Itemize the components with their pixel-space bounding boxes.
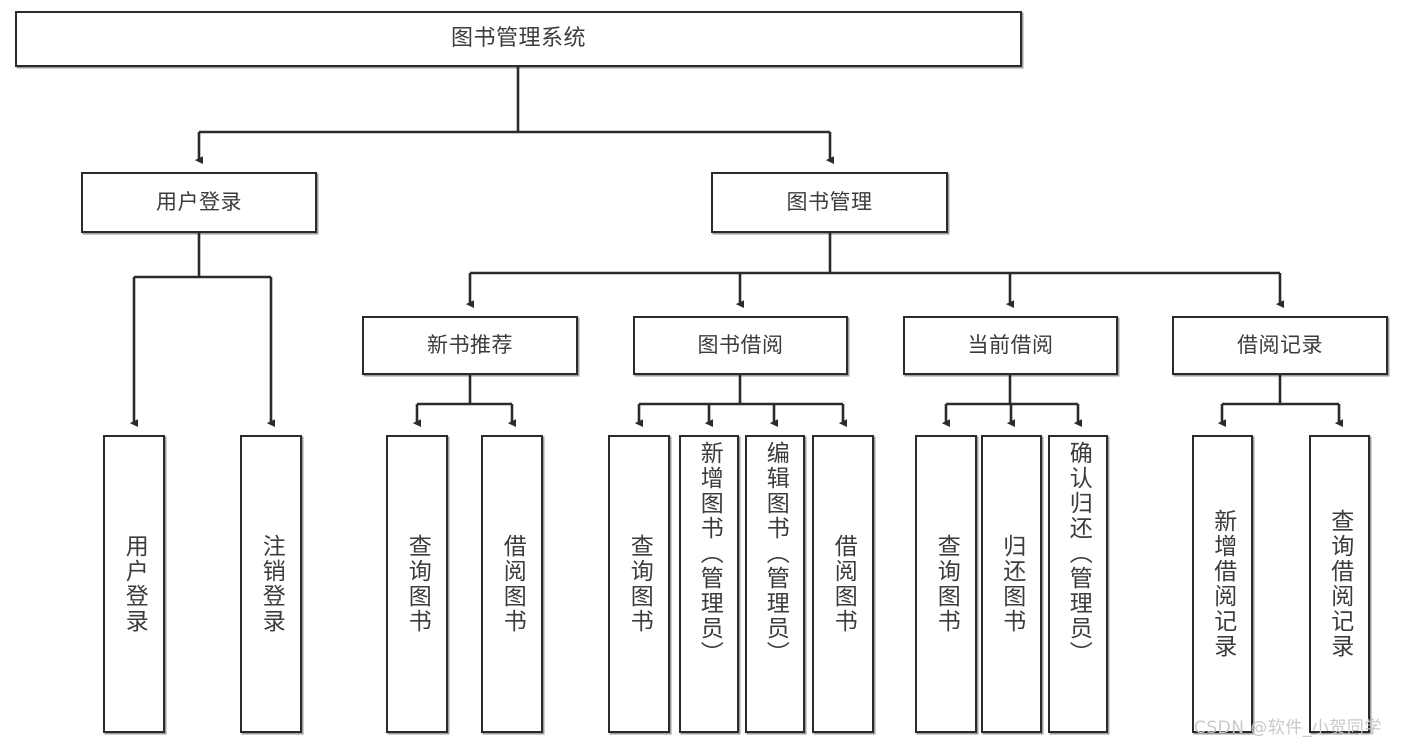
node-leaf-add-record[interactable]: 新增借阅记录 [1192, 435, 1253, 733]
node-leaf-borrow-book-1-label: 借阅图书 [499, 534, 526, 634]
node-leaf-borrow-book-1[interactable]: 借阅图书 [481, 435, 543, 733]
node-new-book-recommend[interactable]: 新书推荐 [362, 316, 578, 375]
node-leaf-query-record-label: 查询借阅记录 [1326, 509, 1353, 659]
node-leaf-confirm-return-label: 确认归还（管理员） [1065, 441, 1092, 666]
node-root-label: 图书管理系统 [450, 25, 586, 51]
node-leaf-query-book-2-label: 查询图书 [626, 534, 653, 634]
node-borrow-record-label: 借阅记录 [1237, 332, 1323, 357]
node-book-manage-label: 图书管理 [786, 189, 873, 214]
node-book-manage[interactable]: 图书管理 [711, 172, 948, 233]
node-current-borrow-label: 当前借阅 [967, 332, 1054, 357]
node-leaf-add-book-label: 新增图书（管理员） [696, 441, 723, 666]
node-current-borrow[interactable]: 当前借阅 [903, 316, 1118, 375]
node-leaf-query-book-3[interactable]: 查询图书 [915, 435, 977, 733]
node-leaf-query-record[interactable]: 查询借阅记录 [1309, 435, 1370, 733]
node-user-login-label: 用户登录 [156, 189, 242, 214]
node-leaf-add-book[interactable]: 新增图书（管理员） [679, 435, 739, 733]
node-leaf-return-book[interactable]: 归还图书 [981, 435, 1042, 733]
node-new-book-recommend-label: 新书推荐 [427, 332, 513, 357]
node-leaf-query-book-2[interactable]: 查询图书 [608, 435, 670, 733]
node-book-borrow[interactable]: 图书借阅 [633, 316, 848, 375]
node-leaf-logout-label: 注销登录 [258, 534, 285, 634]
node-leaf-query-book-3-label: 查询图书 [933, 534, 960, 634]
node-leaf-return-book-label: 归还图书 [998, 534, 1025, 634]
node-leaf-edit-book[interactable]: 编辑图书（管理员） [745, 435, 805, 733]
node-borrow-record[interactable]: 借阅记录 [1172, 316, 1388, 375]
node-leaf-borrow-book-2-label: 借阅图书 [830, 534, 857, 634]
node-leaf-user-login[interactable]: 用户登录 [103, 435, 165, 733]
node-leaf-query-book-1-label: 查询图书 [404, 534, 431, 634]
node-root[interactable]: 图书管理系统 [15, 11, 1022, 67]
node-leaf-user-login-label: 用户登录 [121, 534, 148, 634]
node-leaf-query-book-1[interactable]: 查询图书 [386, 435, 448, 733]
node-leaf-confirm-return[interactable]: 确认归还（管理员） [1048, 435, 1108, 733]
node-leaf-add-record-label: 新增借阅记录 [1209, 509, 1236, 659]
node-user-login[interactable]: 用户登录 [81, 172, 317, 233]
node-book-borrow-label: 图书借阅 [697, 332, 784, 357]
node-leaf-logout[interactable]: 注销登录 [240, 435, 302, 733]
node-leaf-borrow-book-2[interactable]: 借阅图书 [812, 435, 874, 733]
node-leaf-edit-book-label: 编辑图书（管理员） [762, 441, 789, 666]
